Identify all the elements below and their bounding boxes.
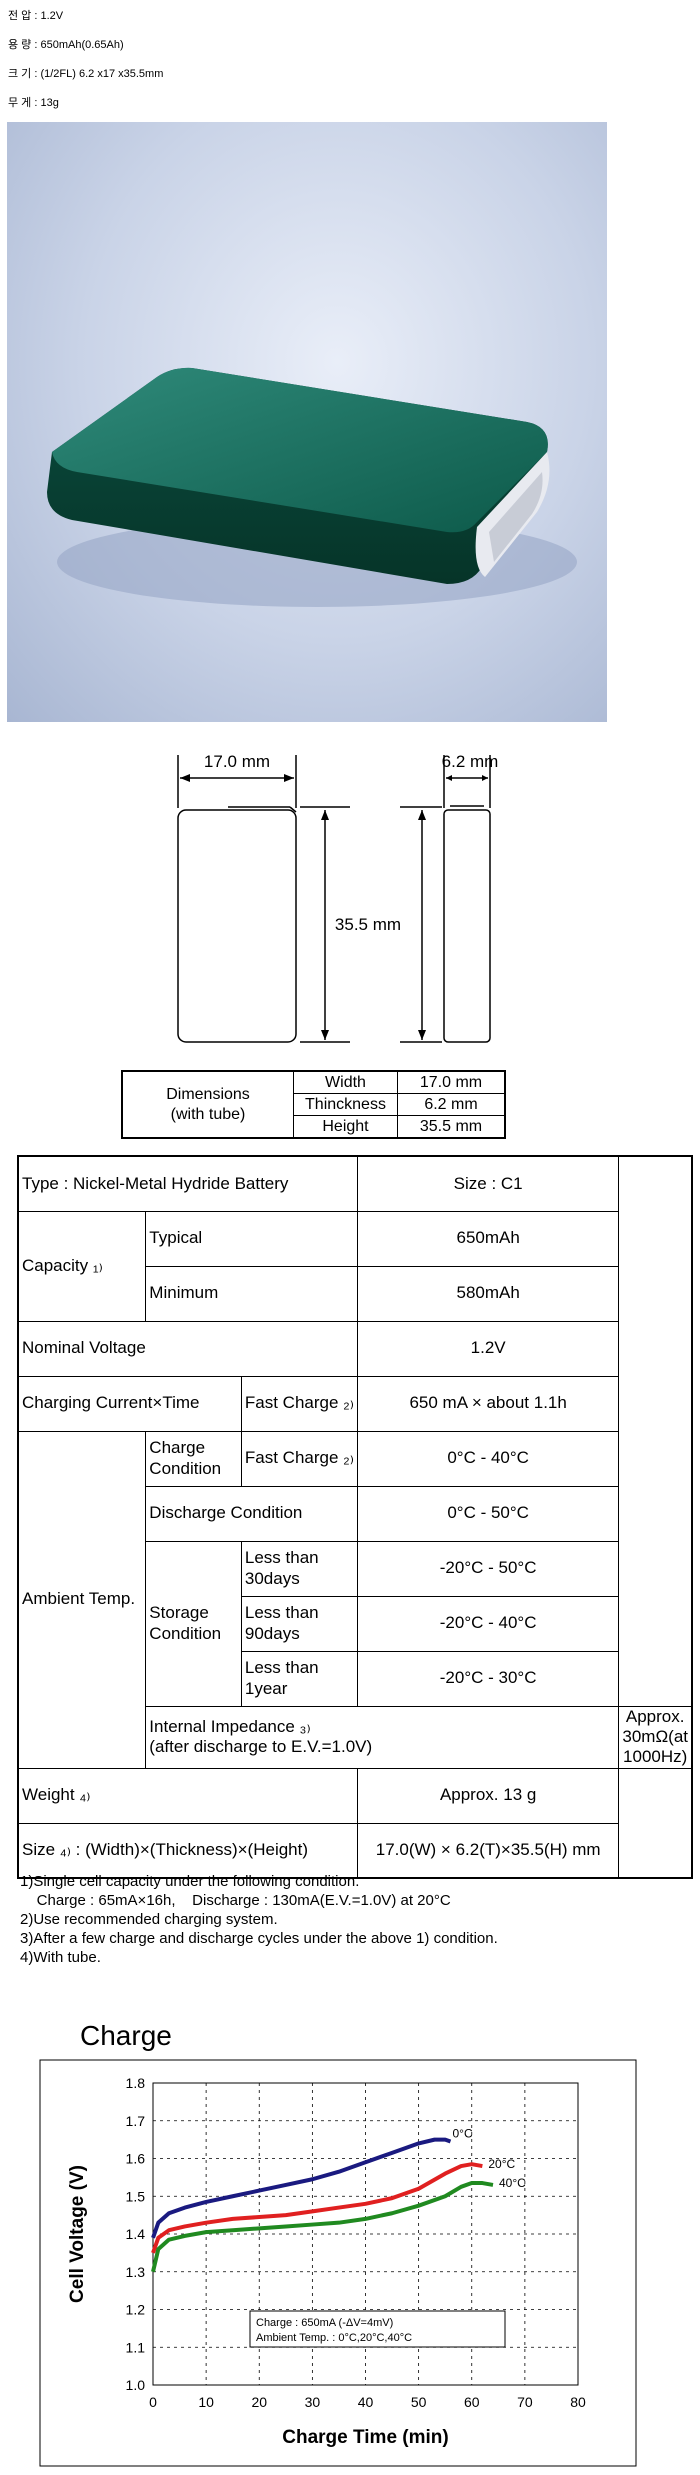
charge-chart: 1.0 1.1 1.2 1.3 1.4 1.5 1.6 1.7 1.8 0 10 20 30 40 50 60…	[39, 2059, 637, 2467]
series-line	[151, 2162, 483, 2254]
spec-table: Type : Nickel-Metal Hydride Battery Size…	[17, 1155, 693, 1880]
charge-condition-label: Charge Condition	[145, 1430, 242, 1487]
y-tick-label: 1.4	[126, 2226, 146, 2242]
capacity-label: Capacity ₁₎	[17, 1210, 147, 1322]
weight-value: Approx. 13 g	[356, 1767, 620, 1824]
dimension-drawing: 17.0 mm 6.2 mm 35.5 mm	[177, 752, 499, 1043]
x-tick-label: 0	[149, 2394, 157, 2410]
spec-weight: 무 게 : 13g	[8, 97, 59, 109]
dim-row-name: Thinckness	[293, 1093, 398, 1116]
chart-title: Charge	[80, 2020, 172, 2051]
x-tick-label: 30	[305, 2394, 321, 2410]
dim-row-name: Width	[293, 1070, 398, 1094]
discharge-condition-label: Discharge Condition	[145, 1485, 358, 1542]
type-cell: Type : Nickel-Metal Hydride Battery	[17, 1155, 358, 1212]
storage-value: -20°C - 40°C	[356, 1595, 620, 1652]
y-tick-label: 1.0	[126, 2377, 146, 2393]
dimensions-label: Dimensions(with tube)	[121, 1070, 294, 1139]
footnotes: 1)Single cell capacity under the followi…	[20, 1872, 498, 1967]
footnote: 4)With tube.	[20, 1949, 101, 1966]
spec-voltage: 전 압 : 1.2V	[8, 10, 64, 22]
y-tick-label: 1.7	[126, 2113, 146, 2129]
dimensions-table: Dimensions(with tube) Width 17.0 mm Thin…	[121, 1070, 506, 1139]
footnote: Charge : 65mA×16h, Discharge : 130mA(E.V…	[20, 1892, 451, 1909]
spec-capacity: 용 량 : 650mAh(0.65Ah)	[8, 39, 124, 51]
y-axis-label: Cell Voltage (V)	[67, 2165, 88, 2303]
y-tick-label: 1.1	[126, 2339, 146, 2355]
typical-value: 650mAh	[356, 1210, 620, 1267]
series-label: 20°C	[488, 2157, 515, 2171]
dim-row-value: 35.5 mm	[397, 1115, 506, 1139]
annotation-box	[249, 2310, 506, 2348]
y-tick-label: 1.8	[126, 2075, 146, 2091]
dim-row-value: 6.2 mm	[397, 1093, 506, 1116]
series-line	[151, 2137, 452, 2239]
height-dim-label: 35.5 mm	[335, 915, 401, 934]
annotation-line: Ambient Temp. : 0°C,20°C,40°C	[256, 2332, 412, 2344]
typical-label: Typical	[145, 1210, 358, 1267]
weight-label: Weight ₄₎	[17, 1767, 358, 1824]
x-tick-label: 80	[570, 2394, 586, 2410]
series-label: 40°C	[499, 2176, 526, 2190]
width-dim-label: 17.0 mm	[204, 752, 270, 771]
minimum-label: Minimum	[145, 1265, 358, 1322]
storage-value: -20°C - 50°C	[356, 1540, 620, 1597]
series-line	[151, 2181, 494, 2273]
annotation-line: Charge : 650mA (-ΔV=4mV)	[256, 2317, 393, 2329]
storage-period: Less than 90days	[240, 1595, 358, 1652]
storage-value: -20°C - 30°C	[356, 1650, 620, 1707]
ambient-temp-label: Ambient Temp.	[17, 1430, 147, 1769]
storage-period: Less than 1year	[240, 1650, 358, 1707]
storage-condition-label: Storage Condition	[145, 1540, 242, 1707]
series-label: 0°C	[453, 2127, 473, 2141]
minimum-value: 580mAh	[356, 1265, 620, 1322]
x-tick-label: 50	[411, 2394, 427, 2410]
y-tick-label: 1.3	[126, 2264, 146, 2280]
footnote: 1)Single cell capacity under the followi…	[20, 1873, 360, 1890]
nominal-voltage-value: 1.2V	[356, 1320, 620, 1377]
y-tick-label: 1.2	[126, 2302, 146, 2318]
y-tick-label: 1.5	[126, 2188, 146, 2204]
size-cell: Size : C1	[356, 1155, 620, 1212]
charging-current-label: Charging Current×Time	[17, 1375, 242, 1432]
spec-size: 크 기 : (1/2FL) 6.2 x17 x35.5mm	[8, 68, 164, 80]
y-tick-label: 1.6	[126, 2151, 146, 2167]
size-dims-label: Size ₄₎ : (Width)×(Thickness)×(Height)	[17, 1822, 358, 1879]
battery-photo	[7, 122, 607, 722]
impedance-label: Internal Impedance ₃₎(after discharge to…	[145, 1705, 620, 1769]
charge-fast-label: Fast Charge ₂₎	[240, 1430, 358, 1487]
storage-period: Less than 30days	[240, 1540, 358, 1597]
footnote: 2)Use recommended charging system.	[20, 1911, 278, 1928]
x-tick-label: 70	[517, 2394, 533, 2410]
x-tick-label: 60	[464, 2394, 480, 2410]
nominal-voltage-label: Nominal Voltage	[17, 1320, 358, 1377]
dim-row-name: Height	[293, 1115, 398, 1139]
charge-condition-value: 0°C - 40°C	[356, 1430, 620, 1487]
impedance-value: Approx. 30mΩ(at 1000Hz)	[618, 1705, 693, 1769]
fast-charge-label: Fast Charge ₂₎	[240, 1375, 358, 1432]
charging-value: 650 mA × about 1.1h	[356, 1375, 620, 1432]
x-tick-label: 40	[358, 2394, 374, 2410]
thickness-dim-label: 6.2 mm	[442, 752, 499, 771]
x-tick-label: 20	[251, 2394, 267, 2410]
dim-row-value: 17.0 mm	[397, 1070, 506, 1094]
x-axis-label: Charge Time (min)	[282, 2427, 448, 2448]
footnote: 3)After a few charge and discharge cycle…	[20, 1930, 498, 1947]
size-dims-value: 17.0(W) × 6.2(T)×35.5(H) mm	[356, 1822, 620, 1879]
x-tick-label: 10	[198, 2394, 214, 2410]
discharge-condition-value: 0°C - 50°C	[356, 1485, 620, 1542]
